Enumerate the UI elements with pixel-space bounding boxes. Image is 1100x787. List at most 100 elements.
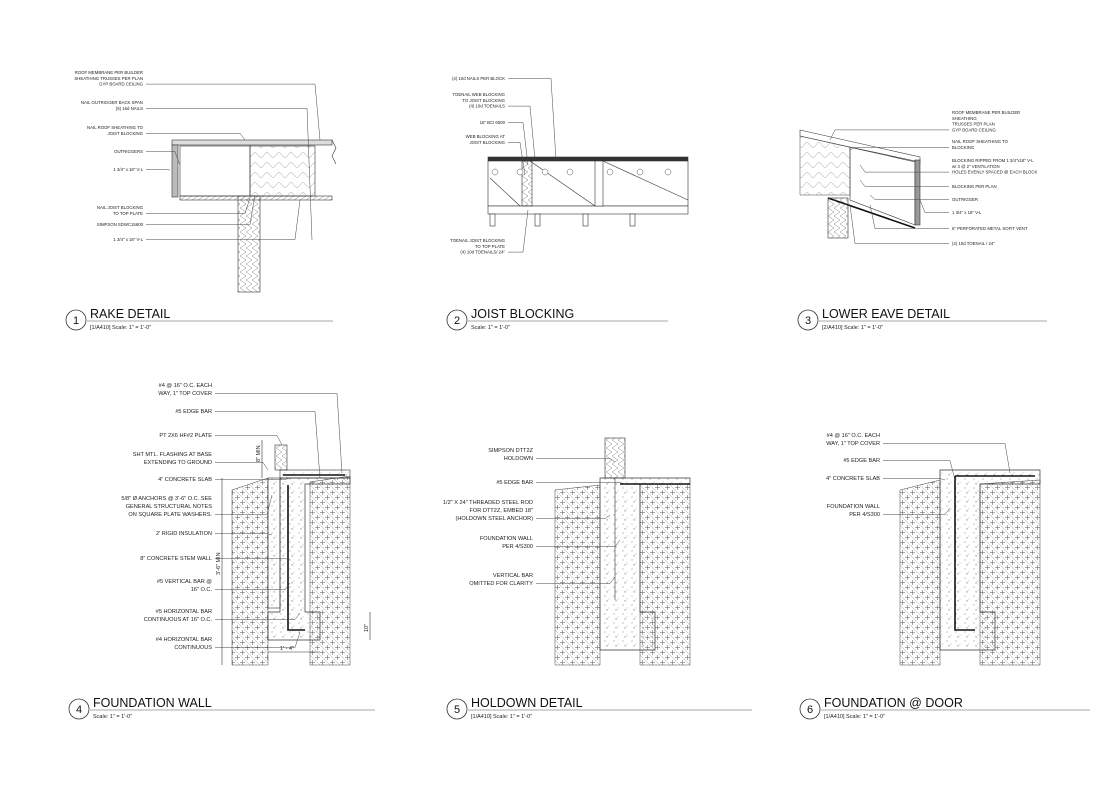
callout-text: 16" O.C.: [191, 587, 213, 593]
leader-line: [919, 199, 949, 213]
detail-number-circle: [797, 309, 819, 331]
web-blocking: [521, 160, 533, 207]
leader-line: [883, 443, 1011, 474]
knockout-hole: [664, 168, 672, 176]
callout-text: CONTINUOUS AT 16" O.C.: [144, 617, 213, 623]
leader-line: [536, 576, 616, 584]
wall-plate: [274, 444, 288, 471]
rebar: [287, 485, 305, 631]
callout-label: SIMPSON SDWC15600: [97, 194, 256, 227]
callout-label: PT 2X6 HF#2 PLATE: [159, 433, 283, 446]
knockout-hole: [636, 168, 644, 176]
leader-line: [215, 582, 291, 590]
wall-stud: [604, 437, 626, 479]
callout-text: FOUNDATION WALL: [480, 536, 533, 542]
detail-number-circle: [446, 698, 468, 720]
callout-text: NAIL ROOF SHEATHING TO: [952, 139, 1009, 144]
callout-label: OUTRIGGERS: [114, 149, 181, 166]
break-line: [331, 139, 337, 165]
detail-title: HOLDOWN DETAIL: [471, 696, 583, 710]
callout-text: HOLDOWN: [504, 456, 533, 462]
leader-line: [215, 411, 321, 479]
callout-text: BLOCKING RIPPED FROM 1 3/4"x18" V-L: [952, 158, 1034, 163]
callout-label: 1 3/4" x 18" V-L: [919, 199, 982, 215]
foundation-wall: [599, 477, 691, 651]
detail-number-circle: [446, 309, 468, 331]
detail-number: 6: [807, 704, 813, 716]
callout-text: PER 4/S300: [502, 544, 533, 550]
detail-title: LOWER EAVE DETAIL: [822, 307, 950, 321]
detail-scale: [1/A410] Scale: 1" = 1'-0": [471, 714, 532, 720]
callout-label: BLOCKING PER PLAN: [859, 179, 997, 189]
callout-text: 16" BCI 6500: [480, 120, 506, 125]
leader-line: [508, 209, 529, 253]
callout-text: SIMPSON SDWC15600: [97, 222, 144, 227]
detail-number: 4: [76, 704, 82, 716]
leader-line: [215, 393, 343, 474]
wall-stud: [237, 195, 261, 293]
callout-text: GENERAL STRUCTURAL NOTES: [126, 504, 213, 510]
leader-line: [883, 460, 956, 481]
stud: [582, 213, 589, 227]
callout-text: FOR DTT2Z, EMBED 18": [469, 508, 533, 514]
knockout-hole: [566, 168, 574, 176]
callout-text: SIMPSON DTT2Z: [488, 448, 533, 454]
knockout-hole: [516, 168, 524, 176]
callout-label: (4) 10d NAILS PER BLOCK: [452, 76, 557, 161]
callout-text: 1 3/4" x 18" V-L: [113, 237, 143, 242]
callout-text: ROOF MEMBRANE PER BUILDER: [952, 110, 1020, 115]
detail-title: FOUNDATION @ DOOR: [824, 696, 963, 710]
callout-text: (4) 10d TOENAILS/ 24": [460, 250, 505, 255]
callout-label: 4" CONCRETE SLAB: [826, 476, 946, 482]
leader-line: [146, 194, 256, 225]
callout-label: 6" PERFORATED METAL SOFIT VENT: [869, 204, 1028, 231]
top-plate: [487, 205, 689, 215]
callout-text: 8" CONCRETE STEM WALL: [140, 556, 212, 562]
leader-line: [508, 142, 526, 176]
callout-text: TOENAIL WEB BLOCKING: [452, 92, 505, 97]
callout-label: OUTRIGGER: [869, 194, 978, 202]
callout-text: WAY, 1" TOP COVER: [826, 441, 880, 447]
detail-scale: [1/A410] Scale: 1" = 1'-0": [824, 714, 885, 720]
callout-text: OUTRIGGER: [952, 197, 978, 202]
leader-line: [883, 507, 951, 515]
callout-text: NAIL ROOF SHEATHING TO: [87, 125, 144, 130]
callout-text: TO TOP PLATE: [475, 244, 505, 249]
detail-number: 2: [454, 315, 460, 327]
dimension-text: 10": [364, 624, 370, 632]
callout-text: SHEATHING: [952, 116, 977, 121]
callout-label: #5 EDGE BAR: [843, 458, 956, 481]
knockout-hole: [491, 168, 499, 176]
leader-line: [536, 482, 626, 485]
callout-label: 16" BCI 6500: [480, 120, 529, 166]
callout-text: CONTINUOUS: [174, 645, 212, 651]
callout-text: #5 VERTICAL BAR @: [157, 579, 212, 585]
leader-line: [215, 558, 291, 561]
callout-text: #5 EDGE BAR: [175, 409, 212, 415]
detail-scale: Scale: 1" = 1'-0": [93, 714, 132, 720]
detail-title: RAKE DETAIL: [90, 307, 170, 321]
leader-line: [859, 164, 949, 173]
callout-text: (5) 16d NAILS: [116, 106, 143, 111]
fascia: [914, 159, 921, 226]
joist-web: [487, 160, 689, 207]
callout-label: 1 3/4" x 18" V-L: [113, 167, 171, 172]
callout-text: TO JOIST BLOCKING: [462, 98, 505, 103]
detail-number-circle: [68, 698, 90, 720]
callout-text: NAIL OUTRIGGER BACK SPAN: [81, 100, 143, 105]
diagonal: [489, 160, 689, 207]
callout-text: HOLES EVENLY SPACED @ EACH BLOCK: [952, 170, 1037, 175]
callout-text: GYP BOARD CEILING: [952, 127, 997, 132]
outrigger: [179, 145, 251, 197]
stud: [489, 213, 496, 227]
detail-title-block: 6 FOUNDATION @ DOOR [1/A410] Scale: 1" = 1…: [799, 696, 1090, 720]
blocking: [849, 146, 916, 226]
leader-line: [215, 477, 291, 480]
